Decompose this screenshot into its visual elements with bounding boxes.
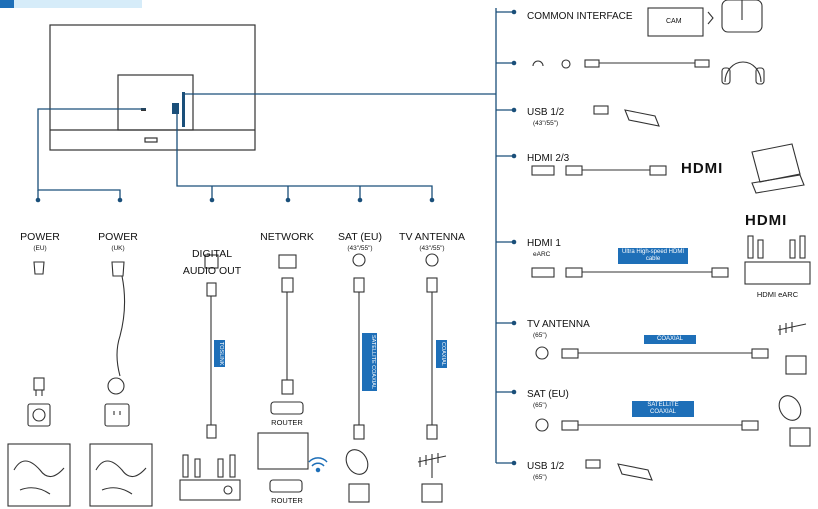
tag-coaxial-right: COAXIAL	[644, 335, 696, 344]
label-power-uk: POWER (UK)	[98, 231, 138, 252]
label-router-2: ROUTER	[271, 496, 303, 505]
tv-back	[49, 24, 256, 151]
tv-side-port-strip	[182, 92, 185, 127]
network-cable	[257, 254, 309, 493]
headphones	[532, 59, 765, 85]
power-uk-cable	[89, 261, 153, 507]
label-power-eu: POWER (EU)	[20, 231, 60, 252]
left-leader-lines	[37, 108, 433, 200]
wifi-icon	[308, 457, 328, 473]
tag-satellite-coaxial-right: SATELLITE COAXIAL	[632, 401, 694, 417]
right-leader-dots	[511, 9, 517, 466]
label-digital-audio-out: DIGITAL AUDIO OUT	[182, 247, 242, 277]
power-eu-cable	[7, 261, 71, 507]
label-sat-eu: SAT (EU) (43"/55")	[338, 231, 382, 252]
label-tv-antenna: TV ANTENNA (43"/55")	[399, 231, 465, 252]
corner-badge-bg	[0, 0, 142, 8]
left-leader-dots	[35, 197, 435, 203]
usb-stick-1	[593, 105, 660, 127]
label-network: NETWORK	[260, 231, 314, 243]
digital-audio-cable	[179, 254, 241, 501]
tag-satellite-coaxial: SATELLITE COAXIAL	[362, 333, 377, 392]
label-hdmi-earc: HDMI eARC	[756, 290, 799, 299]
label-usb-2: USB 1/2 (65")	[527, 461, 565, 481]
label-router-1: ROUTER	[271, 418, 303, 427]
sat-eu-cable	[345, 253, 370, 503]
tag-ultra-hdmi: Ultra High-speed HDMI cable	[618, 248, 688, 264]
tag-toslink: TOSLINK	[214, 340, 225, 368]
right-leader-lines	[184, 8, 514, 464]
hdmi-2-3-cable	[531, 143, 805, 194]
label-tv-antenna-65: TV ANTENNA (65")	[527, 319, 590, 339]
usb-stick-2	[585, 459, 653, 481]
hdmi-logo-1: HDMI	[681, 160, 724, 177]
tv-antenna-cable	[417, 253, 447, 503]
label-sat-eu-65: SAT (EU) (65")	[527, 389, 569, 409]
cam-module	[647, 0, 763, 37]
sat-eu-65-cable	[535, 395, 811, 447]
label-hdmi-2-3: HDMI 2/3	[527, 153, 570, 164]
hdmi-1-cable	[531, 235, 811, 285]
label-common-interface: COMMON INTERFACE	[527, 11, 633, 22]
corner-badge-icon	[0, 0, 14, 8]
tv-antenna-65-cable	[535, 322, 807, 375]
label-usb-1: USB 1/2 (43"/55")	[527, 107, 565, 127]
label-hdmi-1: HDMI 1 eARC	[527, 238, 561, 258]
hdmi-logo-2: HDMI	[745, 212, 788, 229]
tv-port-block	[172, 103, 179, 114]
cam-label: CAM	[666, 18, 682, 25]
tag-coaxial: COAXIAL	[436, 340, 447, 368]
